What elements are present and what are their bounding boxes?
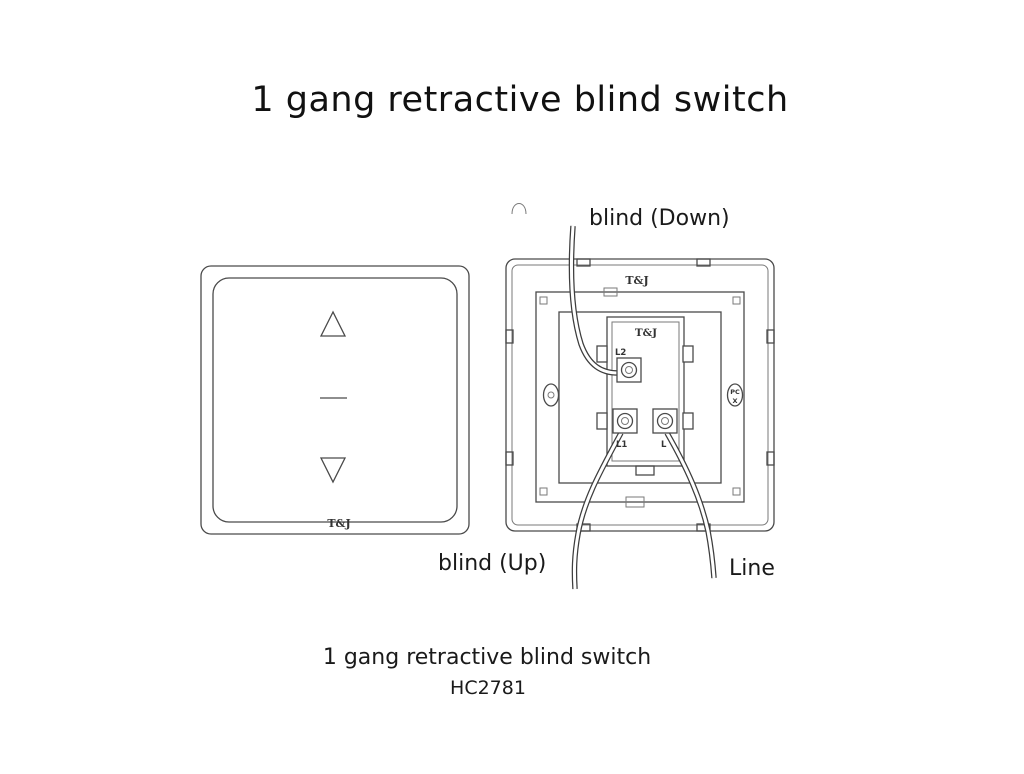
terminal-l1: L1 [612, 408, 638, 450]
mounting-tab [696, 258, 711, 267]
down-arrow-icon [319, 457, 347, 484]
blind-up-label: blind (Up) [438, 551, 547, 576]
corner-screw-mark [732, 487, 741, 496]
terminal-l2-block [616, 357, 642, 383]
spring-clip [682, 345, 694, 363]
mechanism-brand-mark: T&J [635, 327, 657, 339]
corner-screw-mark [539, 487, 548, 496]
material-oval [726, 383, 744, 407]
back-plate-inner-line [511, 264, 769, 526]
terminal-l2: L2 [615, 348, 642, 383]
caption-name: 1 gang retractive blind switch [322, 645, 652, 670]
wires [568, 225, 717, 590]
mechanism-bottom-tab [635, 465, 655, 476]
frame-corner-marks [539, 287, 741, 508]
terminal-l2-label: L2 [615, 348, 626, 358]
terminals: L2 L1 L [612, 348, 678, 450]
material-mark-x: X [732, 397, 737, 405]
left-screw-hole [542, 383, 560, 407]
up-arrow-icon [319, 310, 347, 337]
mechanism-body [606, 316, 685, 467]
terminal-l2-screw [620, 361, 638, 379]
terminal-l-block [652, 408, 678, 434]
mounting-tab [505, 329, 514, 344]
terminal-l1-block [612, 408, 638, 434]
terminal-l1-label: L1 [616, 440, 627, 450]
terminal-l-screw [656, 412, 674, 430]
mounting-frame-inner [558, 311, 722, 484]
terminal-l1-screw [616, 412, 634, 430]
blind-down-wire-core [570, 225, 619, 375]
mounting-tab [576, 258, 591, 267]
screw-head [547, 391, 555, 399]
front-brand-mark: T&J [327, 517, 350, 530]
line-label: Line [729, 556, 775, 581]
rocker-button-outline [212, 277, 458, 523]
page-title: 1 gang retractive blind switch [251, 80, 789, 120]
line-wire-core [665, 432, 716, 579]
mechanism-body-inner [611, 321, 680, 462]
material-mark-pc: PC [730, 388, 740, 396]
mounting-tab [766, 451, 775, 466]
back-view: T&J PC X [505, 258, 775, 532]
screw-oval [542, 383, 560, 407]
front-plate-outline [200, 265, 470, 535]
caption-model: HC2781 [450, 677, 526, 699]
mounting-tab [766, 329, 775, 344]
terminal-l1-screw-slot [621, 417, 629, 425]
back-plate-brand-mark: T&J [625, 274, 648, 287]
mounting-frame-outer [535, 291, 745, 503]
spring-clip [596, 412, 608, 430]
wire-end-mark [511, 203, 527, 215]
spring-clip [682, 412, 694, 430]
terminal-l2-screw-slot [625, 366, 633, 374]
mounting-tab [505, 451, 514, 466]
front-view: T&J [200, 265, 470, 535]
frame-notch [625, 496, 645, 508]
blind-down-label: blind (Down) [589, 206, 730, 231]
switch-mechanism: T&J [596, 316, 694, 476]
spring-clip [596, 345, 608, 363]
frame-notch [603, 287, 618, 297]
terminal-l-screw-slot [661, 417, 669, 425]
right-material-mark: PC X [726, 383, 744, 407]
blind-up-wire-core [572, 432, 623, 590]
corner-screw-mark [732, 296, 741, 305]
terminal-l-label: L [661, 440, 667, 450]
corner-screw-mark [539, 296, 548, 305]
terminal-l: L [652, 408, 678, 450]
back-plate-outline [505, 258, 775, 532]
